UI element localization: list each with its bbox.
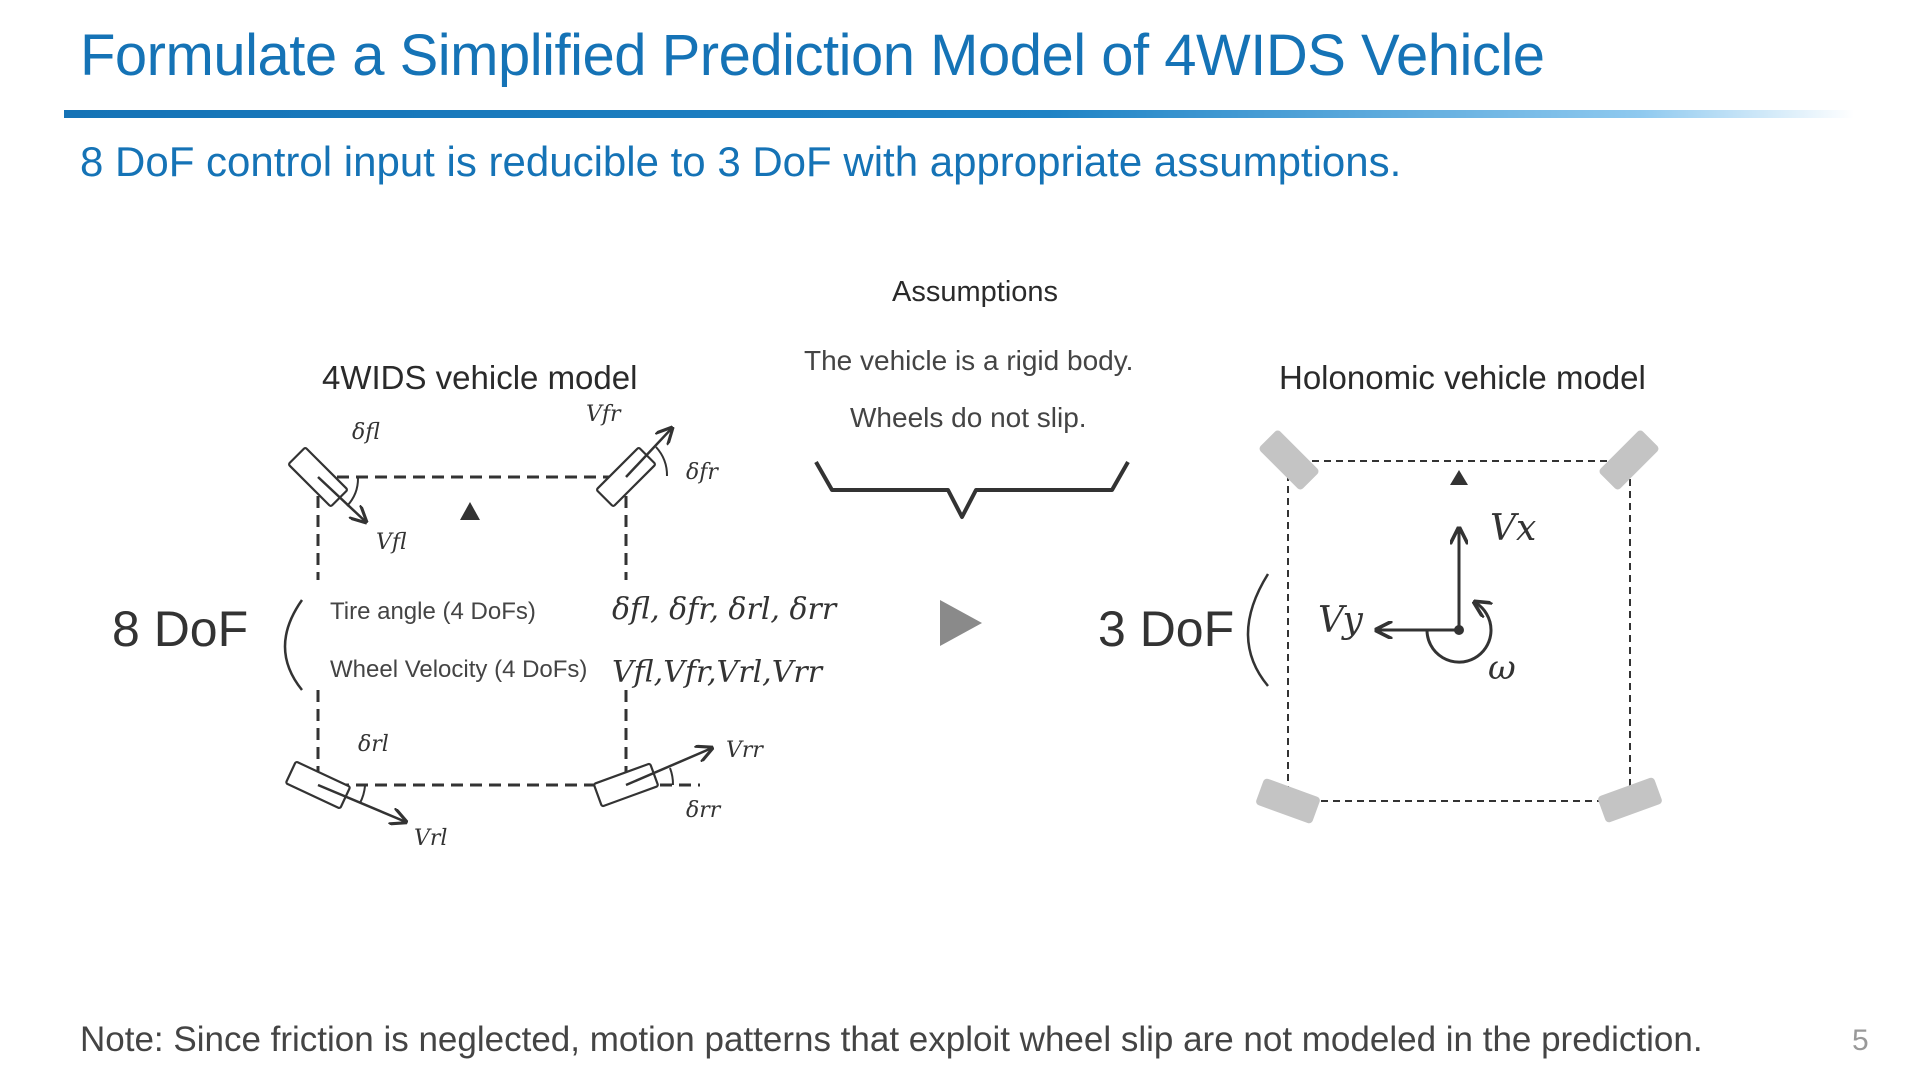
slide-title: Formulate a Simplified Prediction Model … [80,23,1545,88]
velocity-arrow-fr [625,428,672,478]
assumptions-heading: Assumptions [892,276,1059,308]
holo-wheel-front-left [1259,430,1319,490]
label-v-fl: Vfl [376,530,407,555]
rotation-center-dot [1454,625,1464,635]
label-delta-rr: δrr [686,798,721,823]
omega-arrow [1425,603,1491,664]
velocity-arrow-rl [317,783,406,822]
holo-wheel-rear-left [1256,778,1320,824]
label-omega: ω [1488,648,1516,688]
label-delta-rl: δrl [358,732,389,757]
right-dof-paren [1246,573,1270,687]
slide-subtitle: 8 DoF control input is reducible to 3 Do… [80,138,1402,185]
velocity-arrow-rr [625,748,712,787]
wids-vehicle-frame [316,475,700,787]
left-dof-label: 8 DoF [112,601,249,657]
label-v-fr: Vfr [586,402,621,427]
angle-arc-rr [669,767,675,786]
angle-arc-fr [655,446,669,477]
footer-note: Note: Since friction is neglected, motio… [80,1020,1703,1059]
left-dof-paren [283,599,304,691]
angle-arc-rl [359,785,366,804]
transition-arrow [940,600,982,646]
label-v-rl: Vrl [414,826,448,851]
velocity-arrow-fl [317,476,366,522]
holonomic-model-heading: Holonomic vehicle model [1279,359,1646,396]
assumption-rigid-body: The vehicle is a rigid body. [804,345,1134,376]
holonomic-vehicle-frame [1287,460,1631,802]
holo-front-indicator-triangle [1450,470,1468,485]
label-delta-fl: δfl [352,420,380,445]
tire-angle-vars: δfl, δfr, δrl, δrr [612,592,837,627]
assumptions-brace [814,461,1130,519]
label-delta-fr: δfr [686,460,718,485]
page-number: 5 [1852,1024,1869,1057]
holo-wheel-front-right [1599,430,1659,490]
angle-arc-fl [346,477,360,507]
tire-angle-label: Tire angle (4 DoFs) [330,598,536,625]
label-v-rr: Vrr [726,738,763,763]
holo-wheel-rear-right [1598,777,1662,823]
wheel-velocity-label: Wheel Velocity (4 DoFs) [330,656,588,683]
front-indicator-triangle [460,502,480,520]
assumption-no-slip: Wheels do not slip. [850,402,1087,433]
wheel-velocity-vars: Vfl,Vfr,Vrl,Vrr [612,655,823,690]
label-vy: Vy [1318,600,1363,641]
right-dof-label: 3 DoF [1098,601,1235,657]
wids-model-heading: 4WIDS vehicle model [322,359,638,396]
label-vx: Vx [1490,508,1537,549]
title-underline [64,110,1854,118]
